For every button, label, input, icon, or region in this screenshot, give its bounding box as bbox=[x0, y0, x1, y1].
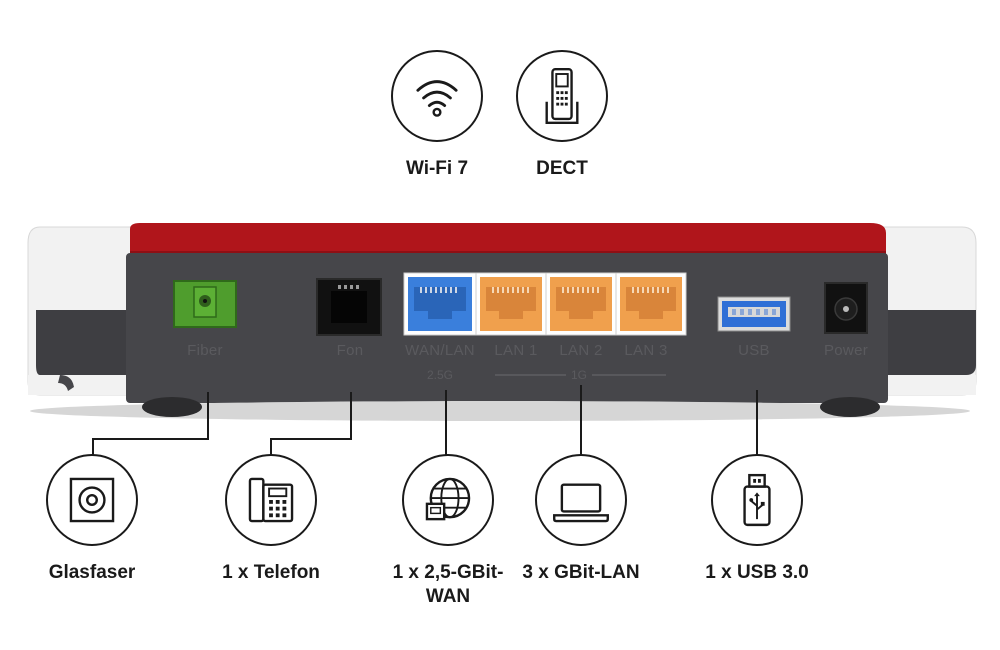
lan-feature-circle bbox=[535, 454, 627, 546]
feature-label-wifi: Wi-Fi 7 bbox=[405, 158, 469, 179]
port-label-lan3: LAN 3 bbox=[624, 342, 668, 359]
laptop-icon bbox=[553, 483, 609, 523]
connector-line bbox=[756, 390, 758, 456]
router-device bbox=[27, 223, 977, 421]
usb-feature-circle bbox=[711, 454, 803, 546]
feature-label-lan: 3 x GBit-LAN bbox=[522, 562, 640, 583]
connector-line bbox=[270, 438, 272, 458]
fiber-port bbox=[173, 280, 237, 328]
wan-feature-circle bbox=[402, 454, 494, 546]
port-label-fon: Fon bbox=[336, 342, 364, 359]
connector-line bbox=[92, 438, 94, 458]
connector-line bbox=[270, 438, 352, 440]
port-label-fiber: Fiber bbox=[187, 342, 223, 359]
lan1-port bbox=[475, 272, 547, 336]
wifi-icon bbox=[416, 80, 458, 117]
connector-line bbox=[92, 438, 209, 440]
telephone-icon bbox=[248, 477, 294, 523]
port-label-power: Power bbox=[823, 342, 869, 359]
port-label-lan2: LAN 2 bbox=[559, 342, 603, 359]
telefon-feature-circle bbox=[225, 454, 317, 546]
power-port bbox=[824, 282, 868, 334]
fiber-socket-icon bbox=[69, 477, 115, 523]
speed-label-lan: 1G bbox=[570, 368, 587, 382]
fon-port bbox=[316, 278, 382, 336]
dect-feature-circle bbox=[516, 50, 608, 142]
lan3-port bbox=[615, 272, 687, 336]
globe-wan-icon bbox=[425, 477, 471, 521]
connector-line bbox=[445, 390, 447, 456]
feature-label-usb: 1 x USB 3.0 bbox=[705, 562, 809, 583]
usb-port bbox=[717, 296, 791, 332]
lan2-port bbox=[545, 272, 617, 336]
port-label-wan-lan: WAN/LAN bbox=[405, 342, 475, 359]
speed-label-wan: 2.5G bbox=[426, 368, 453, 382]
feature-label-glasfaser: Glasfaser bbox=[48, 562, 136, 583]
feature-label-wan: 1 x 2,5-GBit-WAN bbox=[392, 562, 504, 607]
wifi-feature-circle bbox=[391, 50, 483, 142]
connector-line bbox=[207, 392, 209, 440]
glasfaser-feature-circle bbox=[46, 454, 138, 546]
port-label-usb: USB bbox=[738, 342, 770, 359]
connector-line bbox=[350, 392, 352, 440]
feature-label-dect: DECT bbox=[536, 158, 588, 179]
connector-line bbox=[580, 385, 582, 456]
dect-handset-icon bbox=[545, 68, 579, 124]
usb-stick-icon bbox=[743, 473, 771, 527]
feature-label-telefon: 1 x Telefon bbox=[222, 562, 320, 583]
wan-lan-port bbox=[403, 272, 477, 336]
port-label-lan1: LAN 1 bbox=[494, 342, 538, 359]
